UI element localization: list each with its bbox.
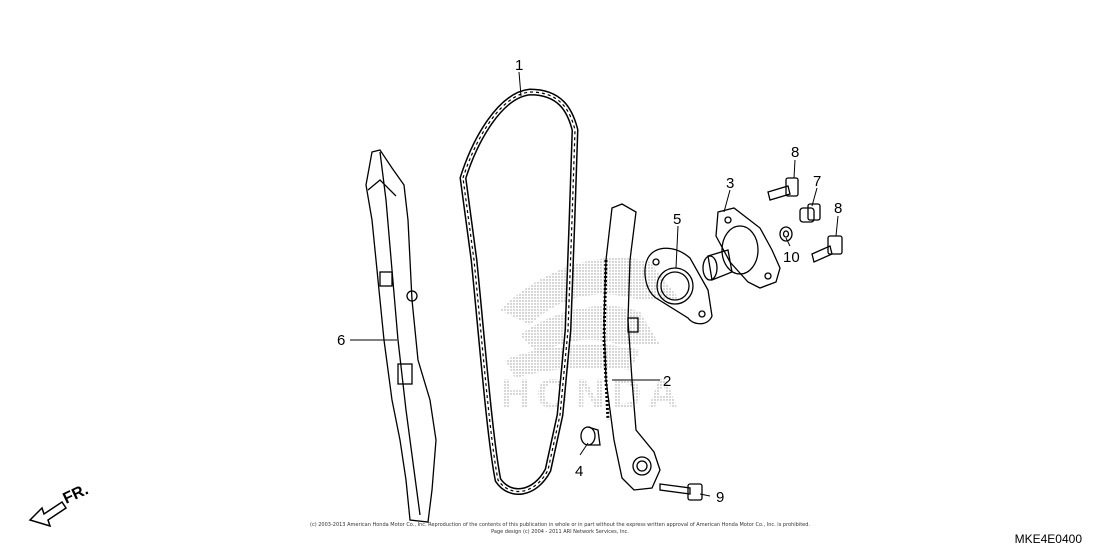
- callout-cam-chain[interactable]: 1: [515, 57, 523, 74]
- callout-bolt-lower[interactable]: 8: [834, 200, 842, 217]
- washer[interactable]: [779, 226, 793, 242]
- copyright-line-1: (c) 2003-2013 American Honda Motor Co., …: [310, 522, 810, 528]
- tensioner-slider[interactable]: [602, 203, 661, 491]
- bolt-lower[interactable]: [811, 235, 843, 263]
- tensioner-lifter[interactable]: [702, 207, 781, 289]
- callout-gasket[interactable]: 5: [673, 211, 681, 228]
- guide-slider[interactable]: [365, 149, 437, 523]
- front-direction-indicator: FR.: [28, 481, 92, 528]
- direction-label: FR.: [61, 481, 92, 507]
- callout-guide-slider[interactable]: 6: [337, 332, 345, 349]
- callout-washer[interactable]: 10: [783, 249, 800, 266]
- diagram-code: MKE4E0400: [1014, 532, 1082, 546]
- pivot-bolt[interactable]: [659, 483, 703, 501]
- leader-lines: [350, 71, 839, 497]
- bolt-upper[interactable]: [767, 177, 799, 201]
- arrow-icon: [28, 500, 68, 528]
- callout-pivot-collar[interactable]: 4: [575, 463, 583, 480]
- callout-tensioner-lifter[interactable]: 3: [726, 175, 734, 192]
- callouts: 1 2 3 4 5 6 7 8 8 9 10: [337, 57, 842, 506]
- copyright-line-2: Page design (c) 2004 - 2011 ARI Network …: [491, 529, 629, 535]
- cam-chain[interactable]: [459, 88, 579, 495]
- sealing-bolt[interactable]: [799, 203, 821, 223]
- callout-tensioner-slider[interactable]: 2: [663, 373, 671, 390]
- gasket[interactable]: [644, 247, 713, 325]
- pivot-collar[interactable]: [580, 426, 601, 446]
- callout-pivot-bolt[interactable]: 9: [716, 489, 724, 506]
- honda-wing-watermark: HONDA: [500, 257, 684, 417]
- honda-watermark-text: HONDA: [500, 370, 684, 417]
- callout-sealing-bolt[interactable]: 7: [813, 173, 821, 190]
- callout-bolt-upper[interactable]: 8: [791, 144, 799, 161]
